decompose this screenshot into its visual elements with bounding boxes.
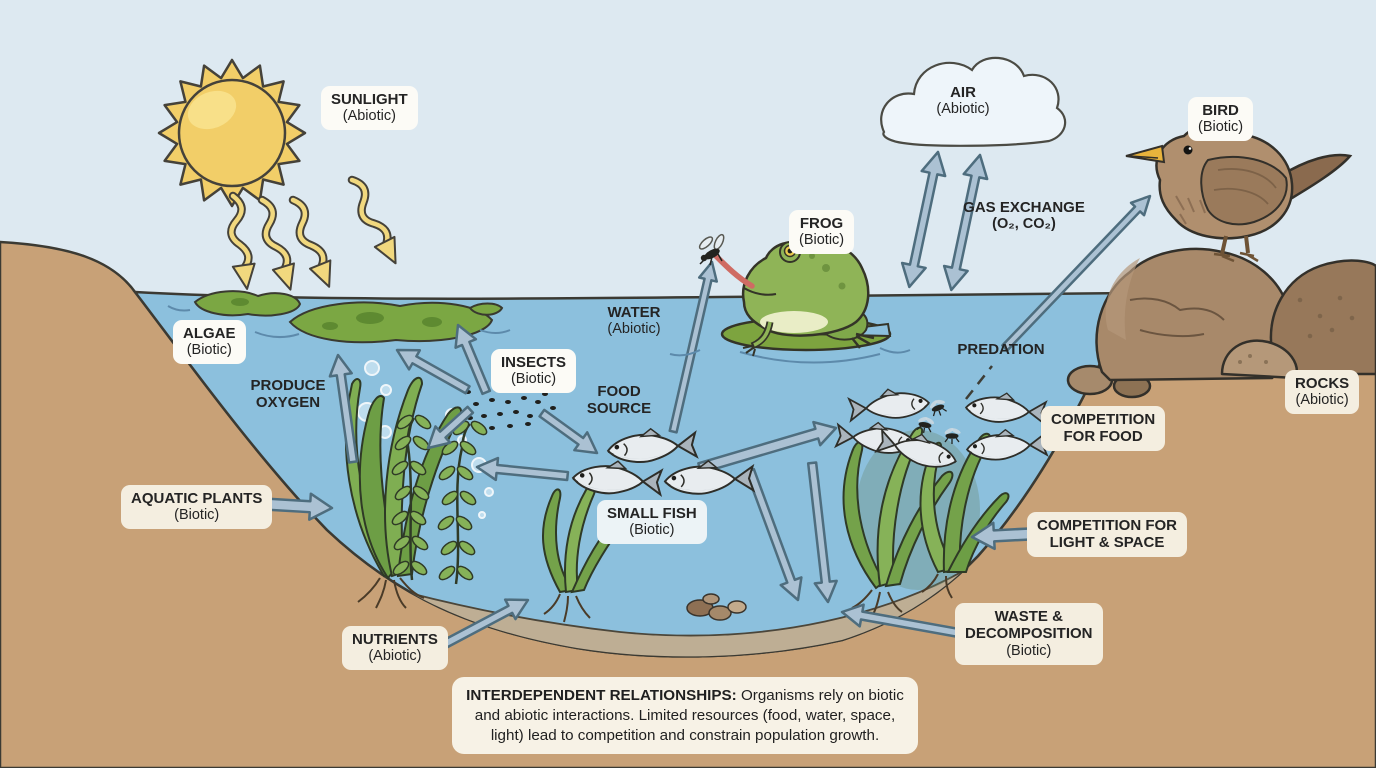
label-gas-exchange: GAS EXCHANGE (O₂, CO₂) — [963, 199, 1085, 233]
aquatic-plants-title: AQUATIC PLANTS — [131, 490, 263, 507]
nutrients-title: NUTRIENTS — [352, 631, 438, 648]
label-insects: INSECTS (Biotic) — [491, 349, 577, 394]
label-rocks: ROCKS (Abiotic) — [1285, 370, 1360, 415]
sunlight-subtitle: (Abiotic) — [342, 108, 396, 125]
label-competition-light: COMPETITION FOR LIGHT & SPACE — [1027, 512, 1187, 557]
bird-subtitle: (Biotic) — [1198, 119, 1244, 136]
frog-tongue — [713, 253, 755, 289]
frog-subtitle: (Biotic) — [799, 232, 845, 249]
bird — [1125, 121, 1353, 263]
label-bird: BIRD (Biotic) — [1188, 97, 1254, 142]
label-competition-food: COMPETITION FOR FOOD — [1041, 406, 1166, 451]
sunlight-title: SUNLIGHT — [331, 91, 408, 108]
small-fish-title: SMALL FISH — [607, 505, 697, 522]
water-subtitle: (Abiotic) — [607, 321, 661, 338]
label-sunlight: SUNLIGHT (Abiotic) — [321, 86, 418, 131]
pebbles — [686, 593, 747, 621]
rocks-subtitle: (Abiotic) — [1295, 392, 1349, 409]
food-source-title: FOOD SOURCE — [586, 383, 652, 418]
waste-title: WASTE & DECOMPOSITION — [965, 608, 1093, 643]
gas-exchange-arrows — [900, 150, 989, 292]
note-lead: INTERDEPENDENT RELATIONSHIPS: — [466, 687, 737, 704]
label-small-fish: SMALL FISH (Biotic) — [597, 500, 707, 545]
label-frog: FROG (Biotic) — [789, 210, 855, 255]
air-title: AIR — [950, 84, 976, 101]
label-algae: ALGAE (Biotic) — [173, 320, 246, 365]
sun — [157, 58, 307, 208]
bird-title: BIRD — [1202, 102, 1239, 119]
air-cloud — [880, 56, 1067, 147]
algae-subtitle: (Biotic) — [186, 342, 232, 359]
competition-light-title: COMPETITION FOR LIGHT & SPACE — [1037, 517, 1177, 552]
frog — [713, 240, 875, 357]
water-title: WATER — [607, 304, 661, 321]
label-food-source: FOOD SOURCE — [587, 383, 651, 418]
sunlight-rays — [227, 175, 397, 291]
aquatic-plants-right — [842, 426, 1010, 617]
gas-exchange-subtitle: (O₂, CO₂) — [992, 216, 1056, 233]
gas-exchange-title: GAS EXCHANGE — [963, 199, 1085, 216]
label-produce-oxygen: PRODUCE OXYGEN — [250, 377, 325, 412]
competition-food-title: COMPETITION FOR FOOD — [1051, 411, 1156, 446]
algae-mats — [167, 290, 511, 344]
label-predation: PREDATION — [957, 341, 1044, 358]
air-subtitle: (Abiotic) — [936, 101, 990, 118]
aquatic-plants-subtitle: (Biotic) — [174, 507, 220, 524]
frog-title: FROG — [799, 215, 844, 232]
algae-title: ALGAE — [183, 325, 236, 342]
note-body: Organisms rely on biotic and abiotic int… — [474, 687, 904, 744]
small-fish-subtitle: (Biotic) — [629, 522, 675, 539]
insects-title: INSECTS — [501, 354, 567, 371]
label-nutrients: NUTRIENTS (Abiotic) — [342, 626, 448, 671]
rocks — [1066, 247, 1376, 399]
label-aquatic-plants: AQUATIC PLANTS (Biotic) — [121, 485, 273, 530]
label-air: AIR (Abiotic) — [936, 84, 989, 118]
interdependent-relationships-note: INTERDEPENDENT RELATIONSHIPS: Organisms … — [452, 677, 918, 755]
waste-subtitle: (Biotic) — [1006, 642, 1052, 659]
predation-title: PREDATION — [957, 341, 1045, 358]
produce-oxygen-title: PRODUCE OXYGEN — [250, 377, 326, 412]
rocks-title: ROCKS — [1295, 375, 1350, 392]
insects-subtitle: (Biotic) — [510, 371, 557, 388]
aquatic-plants-left — [344, 376, 471, 609]
nutrients-subtitle: (Abiotic) — [368, 648, 422, 665]
label-water: WATER (Abiotic) — [607, 304, 660, 338]
label-waste: WASTE & DECOMPOSITION (Biotic) — [955, 603, 1103, 665]
fly — [698, 233, 725, 266]
predation-dashed-line — [965, 365, 993, 400]
